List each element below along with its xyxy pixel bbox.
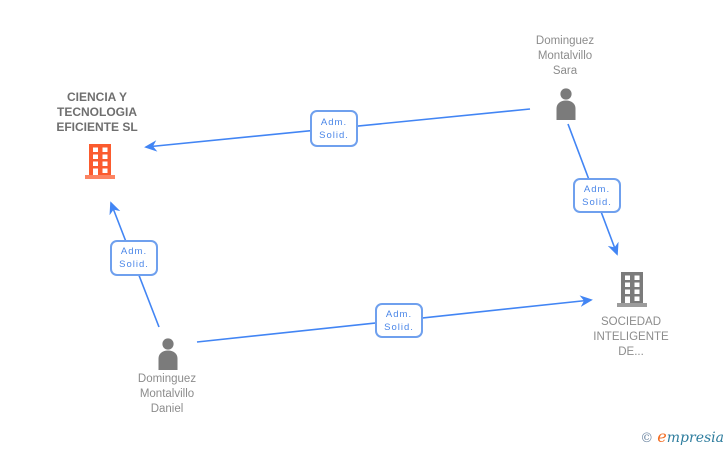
- edge-label-line1: Adm.: [385, 308, 413, 320]
- edge-label-adm-solid: Adm. Solid.: [110, 240, 158, 276]
- logo-first-letter: e: [657, 427, 667, 446]
- person-icon: [158, 338, 178, 370]
- edge-label-line1: Adm.: [320, 116, 348, 128]
- node-label-sociedad-inteligente[interactable]: SOCIEDAD INTELIGENTE DE...: [593, 316, 669, 358]
- node-daniel-icon-wrap[interactable]: [153, 337, 183, 370]
- node-label-sara[interactable]: Dominguez Montalvillo Sara: [535, 35, 595, 77]
- edge-label-line2: Solid.: [384, 321, 414, 333]
- node-label-daniel[interactable]: Dominguez Montalvillo Daniel: [137, 373, 197, 415]
- edge-label-line1: Adm.: [120, 246, 148, 257]
- logo-wordmark: mpresia: [666, 430, 724, 446]
- edge-label-adm-solid: Adm. Solid.: [573, 178, 621, 213]
- edge-label-adm-solid: Adm. Solid.: [375, 303, 423, 338]
- edge-label-line2: Solid.: [319, 129, 349, 141]
- empresia-logo[interactable]: ©empresia: [640, 427, 724, 446]
- node-sociedad-icon-wrap[interactable]: [616, 272, 648, 308]
- node-sara-icon-wrap[interactable]: [551, 87, 581, 120]
- edge-label-line1: Adm.: [583, 183, 611, 195]
- person-icon: [556, 88, 576, 120]
- edge-label-line2: Solid.: [119, 259, 149, 270]
- edge-label-line2: Solid.: [582, 196, 612, 208]
- node-label-ciencia-y-tecnologia[interactable]: CIENCIA Y TECNOLOGIA EFICIENTE SL: [56, 90, 138, 134]
- copyright-icon: ©: [640, 431, 654, 446]
- node-ciencia-icon-wrap[interactable]: [84, 144, 116, 180]
- edge-label-adm-solid: Adm. Solid.: [310, 110, 358, 147]
- building-icon: [617, 272, 647, 307]
- building-icon: [85, 144, 115, 179]
